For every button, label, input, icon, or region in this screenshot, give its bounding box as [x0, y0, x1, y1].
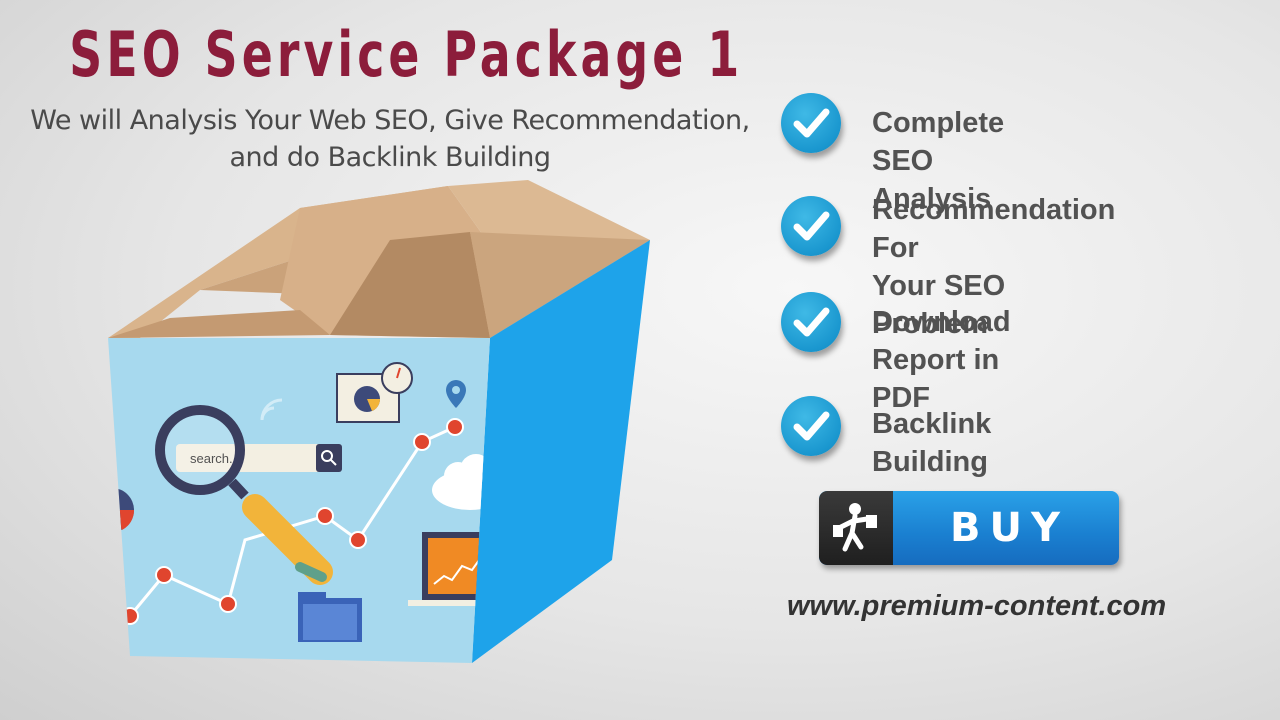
- feature-label: Backlink Building: [872, 408, 992, 478]
- subtitle-line-1: We will Analysis Your Web SEO, Give Reco…: [30, 105, 750, 136]
- box-side: [472, 240, 650, 663]
- website-url[interactable]: www.premium-content.com: [787, 590, 1167, 622]
- search-placeholder: search...: [190, 451, 240, 466]
- buy-now-label: BUY NOW: [950, 505, 1069, 551]
- feature-label: Complete SEO Analysis: [872, 107, 1005, 215]
- box-illustration: search...: [108, 180, 650, 663]
- checkmark-icon: [781, 196, 841, 256]
- subtitle-line-2: and do Backlink Building: [229, 142, 551, 173]
- checkmark-icon: [781, 292, 841, 352]
- page-subtitle: We will Analysis Your Web SEO, Give Reco…: [30, 102, 750, 176]
- feature-label: Download Report in PDF: [872, 306, 1011, 414]
- box-flaps: [108, 180, 650, 338]
- checkmark-icon: [781, 93, 841, 153]
- buy-now-button[interactable]: BUY NOW: [819, 491, 1119, 565]
- shopper-icon: [819, 491, 893, 565]
- checkmark-icon: [781, 396, 841, 456]
- page-title: SEO Service Package 1: [69, 18, 744, 91]
- feature-label: Recommendation For Your SEO Problem: [872, 194, 1116, 340]
